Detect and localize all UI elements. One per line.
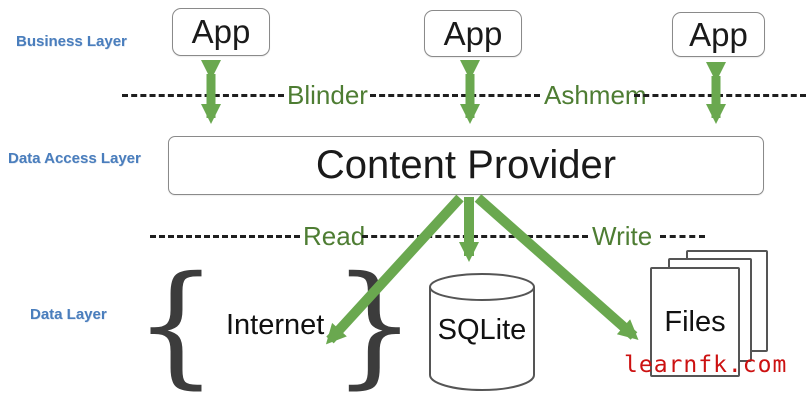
- sqlite-label: SQLite: [437, 314, 527, 346]
- internet-label: Internet: [225, 308, 325, 341]
- content-provider-label: Content Provider: [315, 143, 617, 187]
- app-box-2: App: [424, 10, 522, 57]
- data-access-layer-label: Data Access Layer: [8, 150, 141, 167]
- app-box-1: App: [172, 8, 270, 56]
- files-datasource: Files: [650, 250, 772, 392]
- page-icon: Files: [650, 267, 740, 377]
- dashed-line-segment: [660, 235, 705, 238]
- watermark-text: learnfk.com: [624, 352, 788, 378]
- business-layer-label: Business Layer: [16, 33, 127, 50]
- dashed-line-segment: [370, 94, 540, 97]
- dashed-line-segment: [634, 94, 806, 97]
- content-provider-box: Content Provider: [168, 136, 764, 195]
- read-label: Read: [303, 221, 366, 251]
- app-3-label: App: [689, 15, 748, 53]
- write-label: Write: [592, 221, 653, 251]
- dashed-line-segment: [122, 94, 284, 97]
- dashed-line-segment: [362, 235, 588, 238]
- data-layer-label: Data Layer: [30, 306, 107, 323]
- sqlite-datasource: SQLite: [428, 272, 536, 392]
- files-label: Files: [664, 305, 726, 338]
- left-brace-icon: {: [134, 248, 218, 400]
- dashed-line-segment: [150, 235, 300, 238]
- app-2-label: App: [443, 14, 503, 52]
- app-1-label: App: [191, 13, 251, 50]
- right-brace-icon: }: [332, 248, 417, 400]
- internet-datasource: { Internet }: [134, 256, 416, 394]
- blinder-label: Blinder: [287, 80, 368, 110]
- app-box-3: App: [672, 12, 765, 57]
- ashmem-label: Ashmem: [544, 80, 647, 110]
